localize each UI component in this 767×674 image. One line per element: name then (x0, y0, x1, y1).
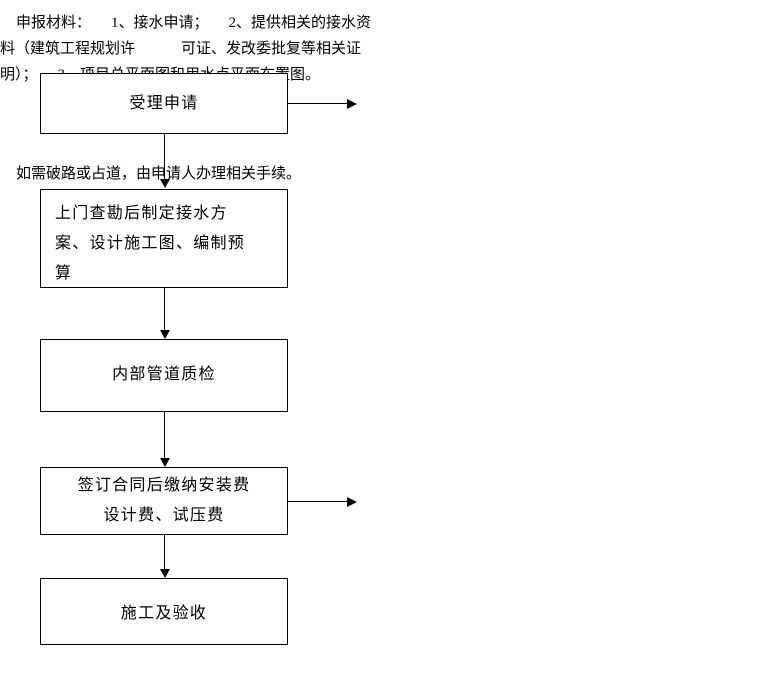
note2-line-1: 如需破路或占道，由申请人办理相关手续。 (16, 166, 302, 182)
flow-node-step4-line-2: 设计费、试压费 (103, 507, 225, 524)
flow-note-road-permit[interactable]: 如需破路或占道，由申请人办理相关手续。 (0, 161, 378, 223)
edge-step4-to-note2-line (288, 501, 347, 502)
edge-step1-to-note1-line (288, 103, 347, 104)
edge-step2-to-step3-arrowhead (160, 330, 170, 339)
flow-node-step2-line-2: 案、设计施工图、编制预 (55, 235, 246, 252)
edge-step2-to-step3-line (164, 288, 165, 330)
edge-step4-to-step5-arrowhead (160, 569, 170, 578)
edge-step4-to-note2-arrowhead (347, 497, 357, 507)
flow-node-step1-line-1: 受理申请 (129, 94, 199, 112)
flow-node-step1[interactable]: 受理申请 (40, 73, 288, 134)
note1-heading: 申报材料： (16, 15, 92, 31)
note1-item-2: 2、提供相关的接水资料（建筑工程规划许 (0, 15, 372, 57)
edge-step1-to-step2-line (164, 134, 165, 179)
flow-node-step2-line-3: 算 (55, 265, 73, 282)
edge-step1-to-step2-arrowhead (160, 179, 170, 188)
edge-step1-to-note1-arrowhead (347, 99, 357, 109)
flow-node-step4[interactable]: 签订合同后缴纳安装费 设计费、试压费 (40, 467, 288, 535)
edge-step4-to-step5-line (164, 535, 165, 569)
note1-item-2-continued: 可证、发改委批复等相关证明）； (0, 41, 362, 83)
flow-node-step4-line-1: 签订合同后缴纳安装费 (77, 477, 251, 494)
edge-step3-to-step4-line (164, 412, 165, 458)
flow-node-step2[interactable]: 上门查勘后制定接水方 案、设计施工图、编制预 算 (40, 189, 288, 288)
note1-item-1: 1、接水申请； (111, 15, 209, 31)
edge-step3-to-step4-arrowhead (160, 458, 170, 467)
flow-node-step5-line-1: 施工及验收 (120, 605, 208, 622)
flow-node-step2-line-1: 上门查勘后制定接水方 (55, 205, 228, 222)
flow-node-step3[interactable]: 内部管道质检 (40, 339, 288, 412)
flow-node-step5[interactable]: 施工及验收 (40, 578, 288, 645)
flow-node-step3-line-1: 内部管道质检 (112, 366, 216, 383)
